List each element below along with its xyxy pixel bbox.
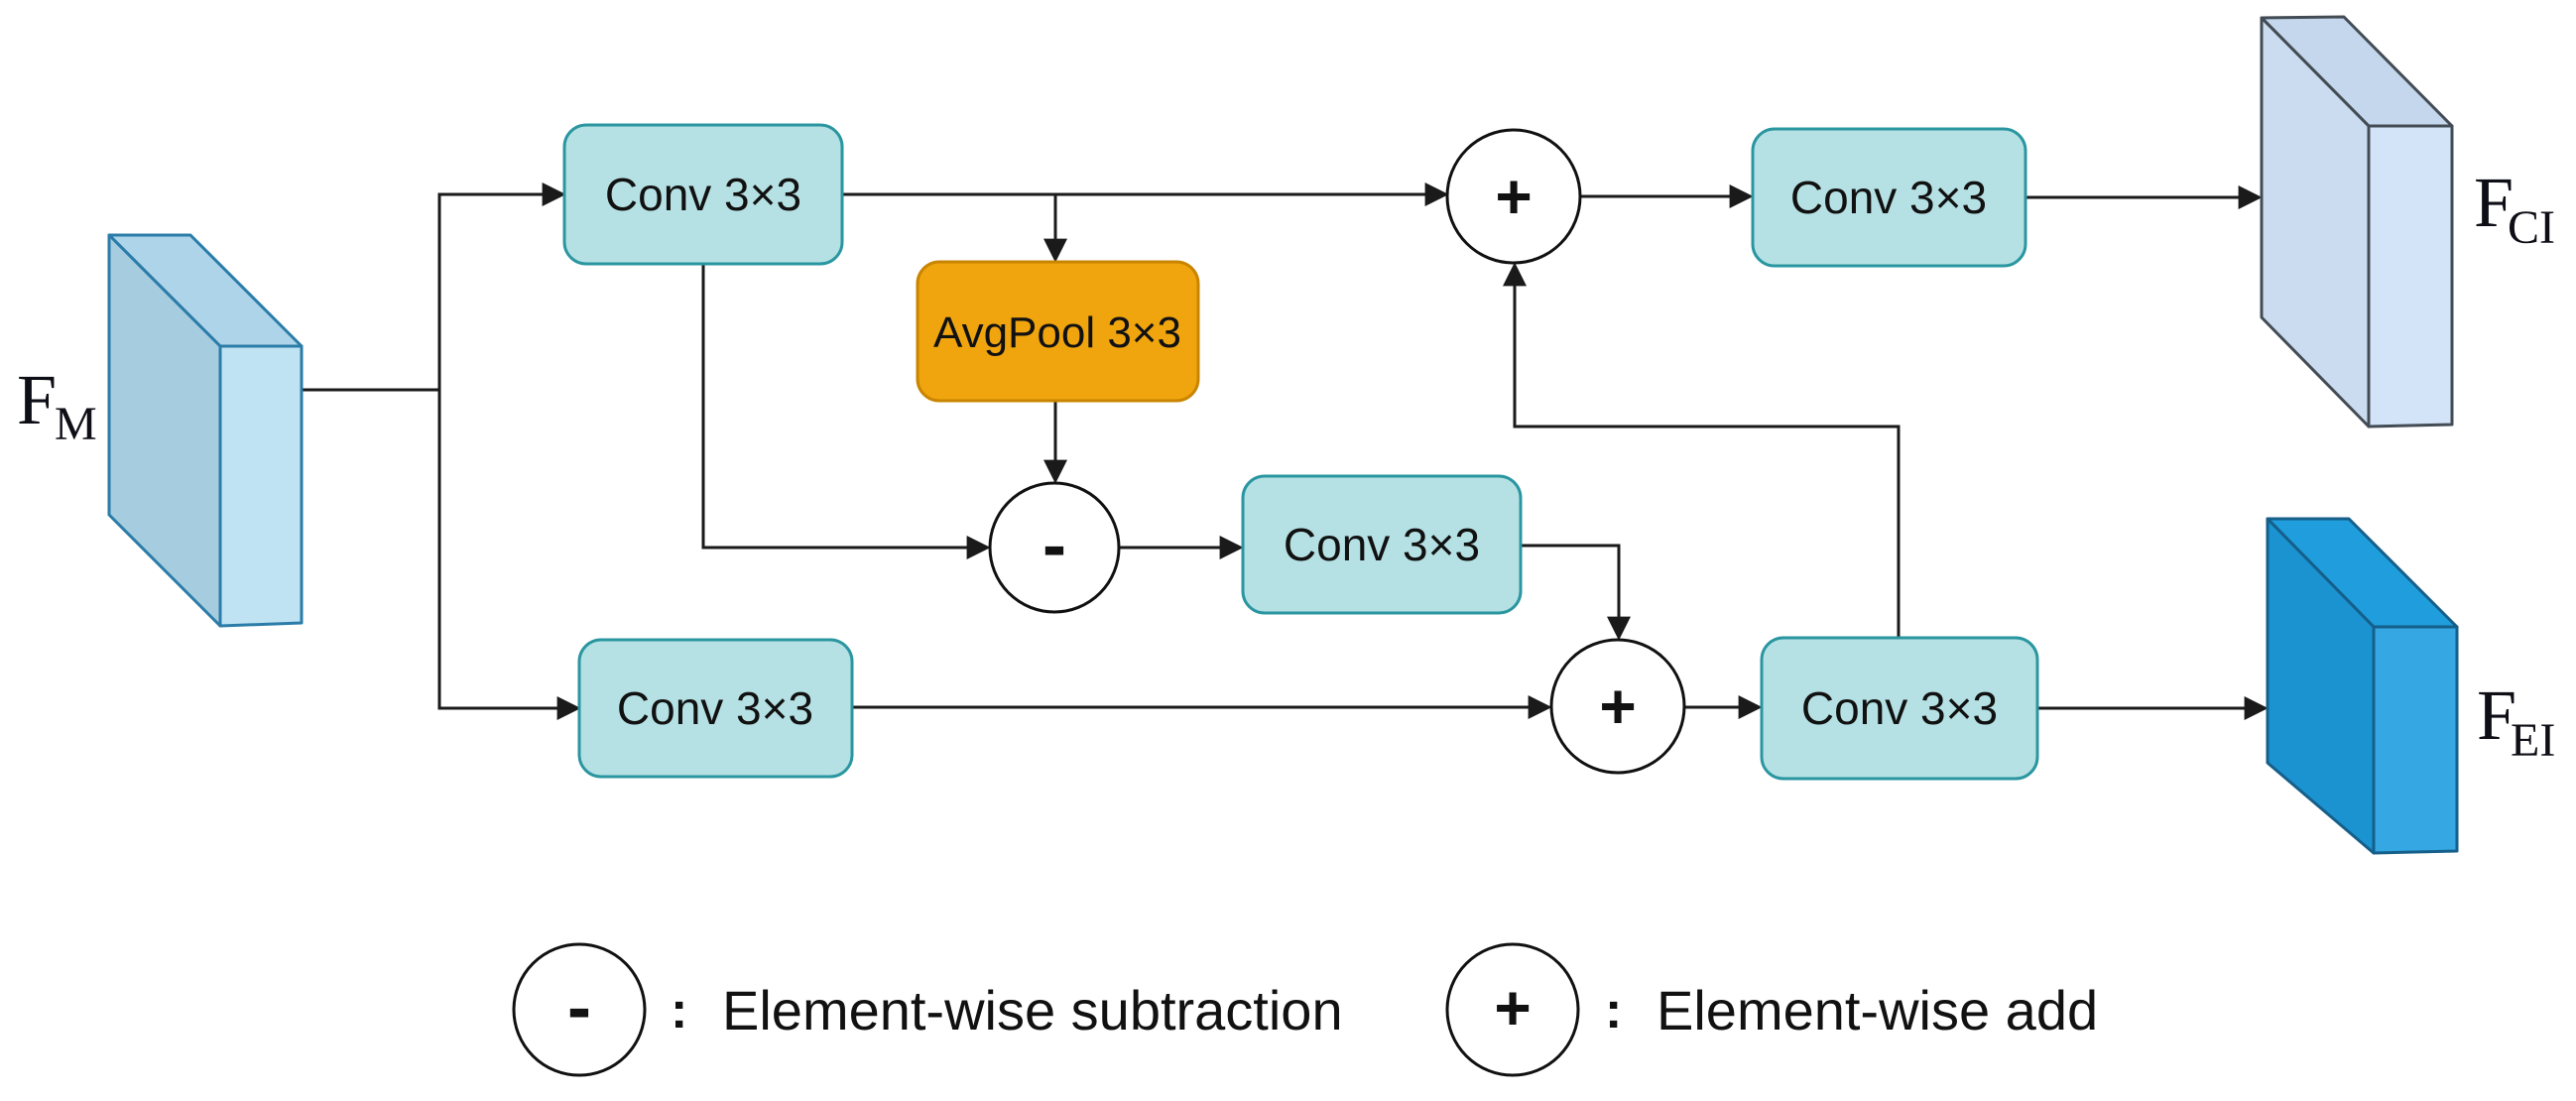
legend-add-label: Element-wise add bbox=[1656, 979, 2098, 1041]
edge-branch-up-to-conv-top bbox=[437, 183, 566, 390]
fci-side-face bbox=[2367, 124, 2454, 428]
conv-bottom-right-label: Conv 3×3 bbox=[1801, 682, 1998, 734]
output-tensor-fei: F EI bbox=[2266, 517, 2555, 855]
fm-side-face bbox=[218, 344, 304, 628]
conv-bottom-left-box bbox=[577, 638, 854, 779]
conv-top-right-block: Conv 3×3 bbox=[1751, 127, 2027, 268]
fci-label-subscript: CI bbox=[2508, 201, 2555, 254]
conv-mid-label: Conv 3×3 bbox=[1284, 519, 1480, 570]
edge-conv-mid-to-add-bottom bbox=[1521, 544, 1631, 641]
conv-mid-block: Conv 3×3 bbox=[1241, 474, 1523, 615]
add-top-symbol: + bbox=[1495, 161, 1532, 232]
fm-front-face bbox=[107, 233, 222, 628]
edge-conv-top-to-subtract bbox=[701, 264, 991, 559]
conv-top-label: Conv 3×3 bbox=[605, 169, 801, 220]
conv-bottom-left-block: Conv 3×3 bbox=[577, 638, 854, 779]
subtract-node: - bbox=[988, 481, 1121, 614]
conv-top-box bbox=[562, 123, 844, 266]
connectors bbox=[302, 183, 2269, 720]
avgpool-box bbox=[916, 260, 1200, 403]
fei-label-subscript: EI bbox=[2511, 714, 2555, 767]
legend-add-symbol: + bbox=[1494, 972, 1531, 1043]
add-top-node: + bbox=[1445, 128, 1582, 265]
subtract-symbol: - bbox=[1043, 506, 1066, 585]
legend: - : Element-wise subtraction + : Element… bbox=[512, 942, 2098, 1077]
conv-top-right-label: Conv 3×3 bbox=[1790, 172, 1987, 223]
subtract-circle bbox=[988, 481, 1121, 614]
legend-subtract-symbol: - bbox=[567, 968, 591, 1047]
output-tensor-fci: F CI bbox=[2260, 15, 2555, 428]
add-bottom-symbol: + bbox=[1599, 671, 1636, 742]
fei-side-face bbox=[2372, 625, 2459, 855]
legend-subtract-entry: - : Element-wise subtraction bbox=[512, 942, 1343, 1077]
legend-add-circle bbox=[1445, 942, 1580, 1077]
fm-label: F bbox=[17, 360, 57, 439]
fci-front-face bbox=[2260, 16, 2371, 428]
edge-branch-down-to-conv-bottom-left bbox=[437, 390, 581, 720]
fei-label: F bbox=[2477, 675, 2516, 755]
add-top-circle bbox=[1445, 128, 1582, 265]
avgpool-label: AvgPool 3×3 bbox=[933, 308, 1181, 357]
fci-label: F bbox=[2474, 163, 2514, 242]
add-bottom-node: + bbox=[1549, 638, 1686, 775]
conv-bottom-right-box bbox=[1760, 636, 2039, 781]
fm-label-subscript: M bbox=[55, 398, 97, 450]
conv-bottom-left-label: Conv 3×3 bbox=[617, 682, 813, 734]
legend-add-entry: + : Element-wise add bbox=[1445, 942, 2098, 1077]
input-tensor-fm: F M bbox=[17, 233, 304, 628]
avgpool-block: AvgPool 3×3 bbox=[916, 260, 1200, 403]
conv-mid-box bbox=[1241, 474, 1523, 615]
fei-front-face bbox=[2266, 517, 2376, 855]
conv-bottom-right-block: Conv 3×3 bbox=[1760, 636, 2039, 781]
add-bottom-circle bbox=[1549, 638, 1686, 775]
conv-top-right-box bbox=[1751, 127, 2027, 268]
legend-subtract-label: Element-wise subtraction bbox=[722, 979, 1343, 1041]
legend-subtract-circle bbox=[512, 942, 647, 1077]
edge-feedback-to-add-top bbox=[1503, 262, 1901, 638]
conv-top-block: Conv 3×3 bbox=[562, 123, 844, 266]
legend-add-separator: : bbox=[1605, 982, 1622, 1040]
legend-subtract-separator: : bbox=[671, 982, 687, 1040]
